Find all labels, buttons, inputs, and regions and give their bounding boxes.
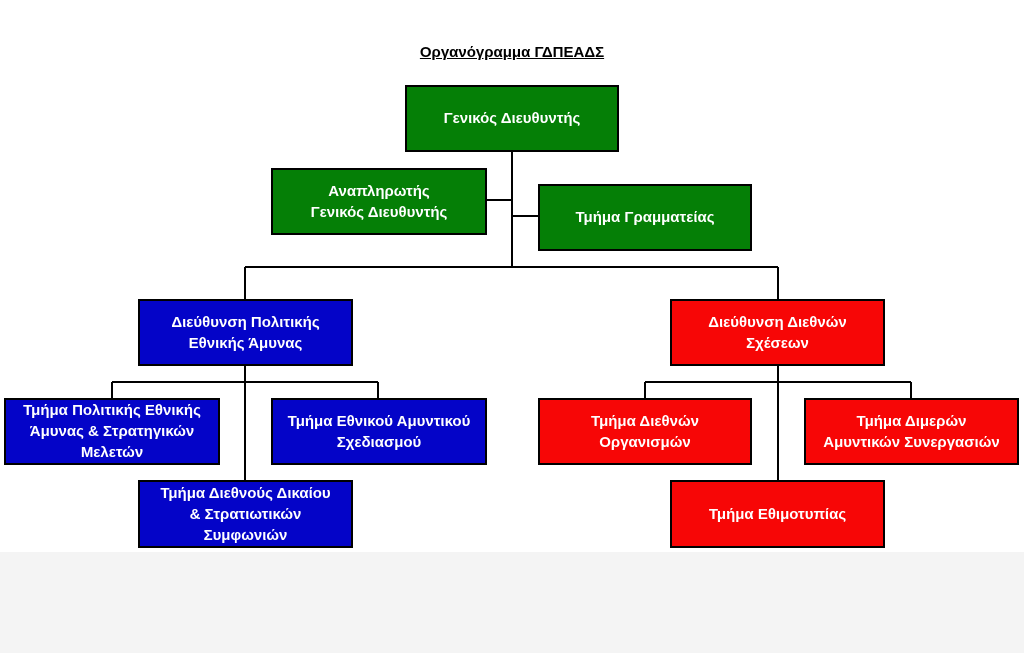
- node-international-law-dept: Τμήμα Διεθνούς Δικαίου & Στρατιωτικών Συ…: [138, 480, 353, 548]
- chart-title: Οργανόγραμμα ΓΔΠΕΑΔΣ: [419, 44, 605, 61]
- node-protocol-dept: Τμήμα Εθιμοτυπίας: [670, 480, 885, 548]
- node-national-defense-planning-dept: Τμήμα Εθνικού Αμυντικού Σχεδιασμού: [271, 398, 487, 465]
- node-general-director: Γενικός Διευθυντής: [405, 85, 619, 152]
- node-deputy-general-director: Αναπληρωτής Γενικός Διευθυντής: [271, 168, 487, 235]
- node-defense-policy-studies-dept: Τμήμα Πολιτικής Εθνικής Άμυνας & Στρατηγ…: [4, 398, 220, 465]
- node-defense-policy-directorate: Διεύθυνση Πολιτικής Εθνικής Άμυνας: [138, 299, 353, 366]
- connector-lines: [111, 151, 912, 481]
- node-international-organizations-dept: Τμήμα Διεθνών Οργανισμών: [538, 398, 752, 465]
- org-chart-canvas: Οργανόγραμμα ΓΔΠΕΑΔΣ Γενικός Διευθυντής …: [0, 0, 1024, 552]
- node-secretariat: Τμήμα Γραμματείας: [538, 184, 752, 251]
- node-international-relations-directorate: Διεύθυνση Διεθνών Σχέσεων: [670, 299, 885, 366]
- node-bilateral-cooperation-dept: Τμήμα Διμερών Αμυντικών Συνεργασιών: [804, 398, 1019, 465]
